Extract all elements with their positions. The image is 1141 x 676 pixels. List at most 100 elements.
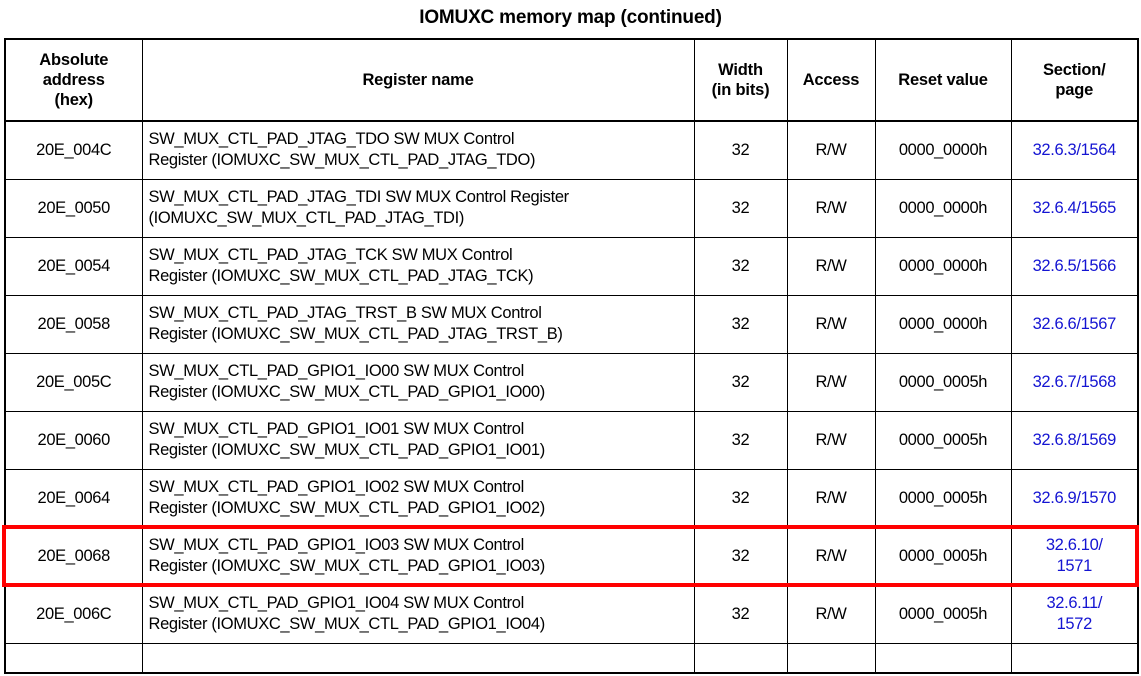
- section-page-line-1[interactable]: 32.6.6/1567: [1032, 314, 1117, 333]
- cell-empty: [1010, 642, 1139, 674]
- cell-access: R/W: [786, 236, 876, 296]
- register-name-line-2: Register (IOMUXC_SW_MUX_CTL_PAD_JTAG_TRS…: [148, 325, 563, 343]
- section-page-line-1[interactable]: 32.6.8/1569: [1032, 430, 1117, 449]
- section-page-line-1[interactable]: 32.6.9/1570: [1032, 488, 1117, 507]
- header-line-1: Width: [718, 61, 763, 79]
- cell-reset-value: 0000_0005h: [874, 584, 1012, 644]
- cell-section-page-link[interactable]: 32.6.11/1572: [1010, 584, 1139, 644]
- cell-section-page-link[interactable]: 32.6.6/1567: [1010, 294, 1139, 354]
- cell-width: 32: [693, 352, 788, 412]
- table-row-partial: [4, 642, 1139, 674]
- column-header-register-name: Register name: [141, 38, 695, 122]
- cell-absolute-address: 20E_0058: [4, 294, 143, 354]
- register-name-line-1: SW_MUX_CTL_PAD_JTAG_TRST_B SW MUX Contro…: [148, 304, 542, 322]
- cell-access: R/W: [786, 526, 876, 586]
- cell-register-name: SW_MUX_CTL_PAD_GPIO1_IO00 SW MUX Control…: [141, 352, 695, 412]
- cell-access: R/W: [786, 410, 876, 470]
- cell-reset-value: 0000_0000h: [874, 236, 1012, 296]
- section-page-line-1[interactable]: 32.6.3/1564: [1032, 140, 1117, 159]
- cell-width: 32: [693, 178, 788, 238]
- cell-absolute-address: 20E_0068: [4, 526, 143, 586]
- cell-reset-value: 0000_0005h: [874, 468, 1012, 528]
- register-name-line-2: Register (IOMUXC_SW_MUX_CTL_PAD_GPIO1_IO…: [148, 441, 546, 459]
- cell-reset-value: 0000_0000h: [874, 120, 1012, 180]
- header-line-1: Absolute: [39, 51, 109, 69]
- cell-register-name: SW_MUX_CTL_PAD_GPIO1_IO02 SW MUX Control…: [141, 468, 695, 528]
- cell-register-name: SW_MUX_CTL_PAD_GPIO1_IO01 SW MUX Control…: [141, 410, 695, 470]
- column-header-section-page: Section/ page: [1010, 38, 1139, 122]
- cell-register-name: SW_MUX_CTL_PAD_JTAG_TDI SW MUX Control R…: [141, 178, 695, 238]
- cell-section-page-link[interactable]: 32.6.3/1564: [1010, 120, 1139, 180]
- register-name-line-1: SW_MUX_CTL_PAD_JTAG_TDI SW MUX Control R…: [148, 188, 570, 206]
- column-header-access: Access: [786, 38, 876, 122]
- header-line-2: page: [1055, 81, 1094, 99]
- table-row: 20E_0058 SW_MUX_CTL_PAD_JTAG_TRST_B SW MU…: [4, 294, 1139, 354]
- cell-access: R/W: [786, 352, 876, 412]
- cell-width: 32: [693, 120, 788, 180]
- memory-map-table: Absolute address (hex) Register name Wid…: [4, 38, 1139, 674]
- cell-width: 32: [693, 468, 788, 528]
- cell-section-page-link[interactable]: 32.6.9/1570: [1010, 468, 1139, 528]
- section-page-line-1[interactable]: 32.6.10/: [1045, 536, 1103, 554]
- cell-section-page-link[interactable]: 32.6.10/1571: [1010, 526, 1139, 586]
- memory-map-table-container: Absolute address (hex) Register name Wid…: [2, 38, 1139, 674]
- header-line-1: Section/: [1042, 61, 1106, 79]
- cell-width: 32: [693, 526, 788, 586]
- cell-access: R/W: [786, 294, 876, 354]
- register-name-line-2: (IOMUXC_SW_MUX_CTL_PAD_JTAG_TDI): [148, 209, 465, 227]
- register-name-line-1: SW_MUX_CTL_PAD_GPIO1_IO01 SW MUX Control: [148, 420, 525, 438]
- section-page-line-2[interactable]: 1571: [1056, 557, 1093, 575]
- table-header-row: Absolute address (hex) Register name Wid…: [4, 38, 1139, 122]
- column-header-reset-value: Reset value: [874, 38, 1012, 122]
- page-title: IOMUXC memory map (continued): [419, 7, 722, 28]
- cell-register-name: SW_MUX_CTL_PAD_JTAG_TRST_B SW MUX Contro…: [141, 294, 695, 354]
- cell-access: R/W: [786, 468, 876, 528]
- section-page-line-1[interactable]: 32.6.4/1565: [1032, 198, 1117, 217]
- section-page-line-1[interactable]: 32.6.5/1566: [1032, 256, 1117, 275]
- cell-section-page-link[interactable]: 32.6.8/1569: [1010, 410, 1139, 470]
- cell-reset-value: 0000_0000h: [874, 178, 1012, 238]
- cell-access: R/W: [786, 120, 876, 180]
- cell-section-page-link[interactable]: 32.6.7/1568: [1010, 352, 1139, 412]
- section-page-line-1[interactable]: 32.6.7/1568: [1032, 372, 1117, 391]
- cell-width: 32: [693, 410, 788, 470]
- cell-access: R/W: [786, 584, 876, 644]
- cell-empty: [874, 642, 1012, 674]
- table-header: Absolute address (hex) Register name Wid…: [4, 38, 1139, 122]
- cell-empty: [4, 642, 143, 674]
- register-name-line-2: Register (IOMUXC_SW_MUX_CTL_PAD_GPIO1_IO…: [148, 499, 546, 517]
- cell-section-page-link[interactable]: 32.6.5/1566: [1010, 236, 1139, 296]
- cell-width: 32: [693, 294, 788, 354]
- cell-section-page-link[interactable]: 32.6.4/1565: [1010, 178, 1139, 238]
- cell-empty: [693, 642, 788, 674]
- cell-empty: [786, 642, 876, 674]
- cell-register-name: SW_MUX_CTL_PAD_GPIO1_IO04 SW MUX Control…: [141, 584, 695, 644]
- section-page-line-2[interactable]: 1572: [1056, 615, 1093, 633]
- register-name-line-2: Register (IOMUXC_SW_MUX_CTL_PAD_JTAG_TDO…: [148, 151, 536, 170]
- header-line-3: (hex): [54, 91, 94, 109]
- cell-reset-value: 0000_0005h: [874, 352, 1012, 412]
- column-header-absolute-address: Absolute address (hex): [4, 38, 143, 122]
- cell-absolute-address: 20E_004C: [4, 120, 143, 180]
- section-page-line-1[interactable]: 32.6.11/: [1046, 594, 1103, 612]
- column-header-width: Width (in bits): [693, 38, 788, 122]
- cell-absolute-address: 20E_0064: [4, 468, 143, 528]
- cell-reset-value: 0000_0000h: [874, 294, 1012, 354]
- cell-empty: [141, 642, 695, 674]
- cell-absolute-address: 20E_0060: [4, 410, 143, 470]
- cell-absolute-address: 20E_006C: [4, 584, 143, 644]
- register-name-line-1: SW_MUX_CTL_PAD_GPIO1_IO00 SW MUX Control: [148, 362, 525, 380]
- cell-absolute-address: 20E_005C: [4, 352, 143, 412]
- cell-absolute-address: 20E_0054: [4, 236, 143, 296]
- register-name-line-2: Register (IOMUXC_SW_MUX_CTL_PAD_GPIO1_IO…: [148, 557, 546, 575]
- register-name-line-1: SW_MUX_CTL_PAD_GPIO1_IO03 SW MUX Control: [148, 536, 525, 554]
- register-name-line-2: Register (IOMUXC_SW_MUX_CTL_PAD_GPIO1_IO…: [148, 383, 546, 401]
